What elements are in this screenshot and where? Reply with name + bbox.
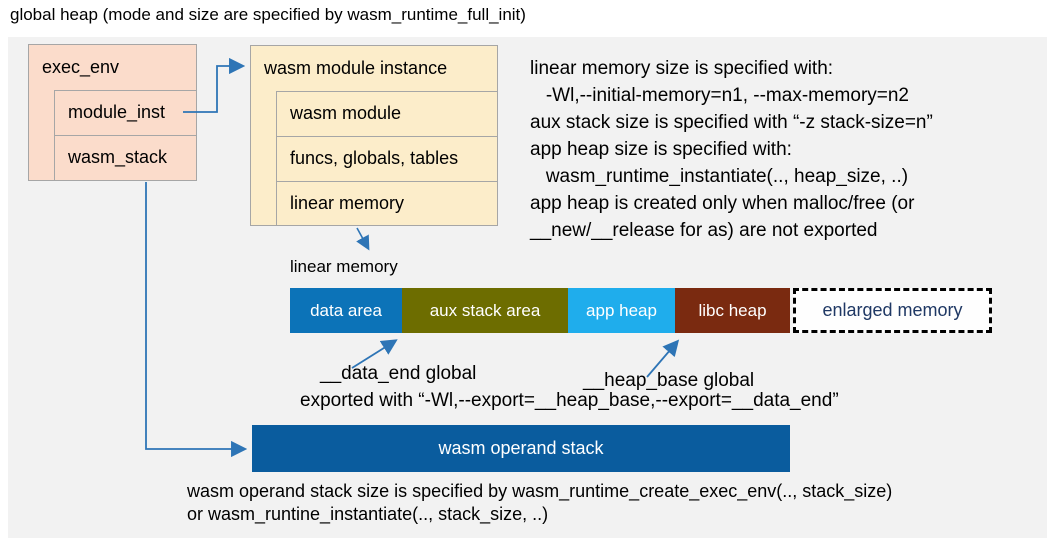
note-line: app heap size is specified with: (530, 139, 792, 160)
note-line: -Wl,--initial-memory=n1, --max-memory=n2 (530, 85, 909, 106)
module-instance-header: wasm module instance (264, 58, 448, 78)
note-line: __new/__release for as) are not exported (530, 220, 878, 241)
note-line: app heap is created only when malloc/fre… (530, 193, 915, 214)
segment-enlarged-memory: enlarged memory (793, 288, 992, 333)
note-line: wasm operand stack size is specified by … (187, 481, 893, 501)
segment-aux-stack-area: aux stack area (402, 288, 568, 333)
memory-size-notes: linear memory size is specified with: -W… (530, 55, 933, 244)
exported-with-label: exported with “-Wl,--export=__heap_base,… (300, 390, 839, 411)
module-instance-row-wasm-module: wasm module (276, 91, 497, 136)
heap-base-global-label: __heap_base global (583, 370, 755, 391)
data-end-global-label: __data_end global (320, 363, 477, 384)
note-line: aux stack size is specified with “-z sta… (530, 112, 933, 133)
wasm-operand-stack-bar: wasm operand stack (252, 425, 790, 472)
exec-env-header: exec_env (42, 57, 120, 77)
linear-memory-bar: data area aux stack area app heap libc h… (290, 288, 790, 333)
exec-env-row-wasm-stack: wasm_stack (54, 135, 196, 180)
exec-env-box: exec_env module_inst wasm_stack (28, 44, 197, 181)
note-line: or wasm_runtine_instantiate(.., stack_si… (187, 504, 549, 524)
module-instance-row-funcs-globals-tables: funcs, globals, tables (276, 136, 497, 181)
segment-app-heap: app heap (568, 288, 675, 333)
exec-env-row-module-inst: module_inst (54, 90, 196, 135)
linear-memory-label: linear memory (290, 257, 398, 276)
note-line: linear memory size is specified with: (530, 58, 834, 79)
segment-data-area: data area (290, 288, 402, 333)
module-instance-row-linear-memory: linear memory (276, 181, 497, 226)
diagram-title: global heap (mode and size are specified… (10, 5, 526, 24)
segment-libc-heap: libc heap (675, 288, 790, 333)
note-line: wasm_runtime_instantiate(.., heap_size, … (530, 166, 909, 187)
operand-stack-notes: wasm operand stack size is specified by … (187, 480, 892, 526)
module-instance-box: wasm module instance wasm module funcs, … (250, 45, 498, 226)
